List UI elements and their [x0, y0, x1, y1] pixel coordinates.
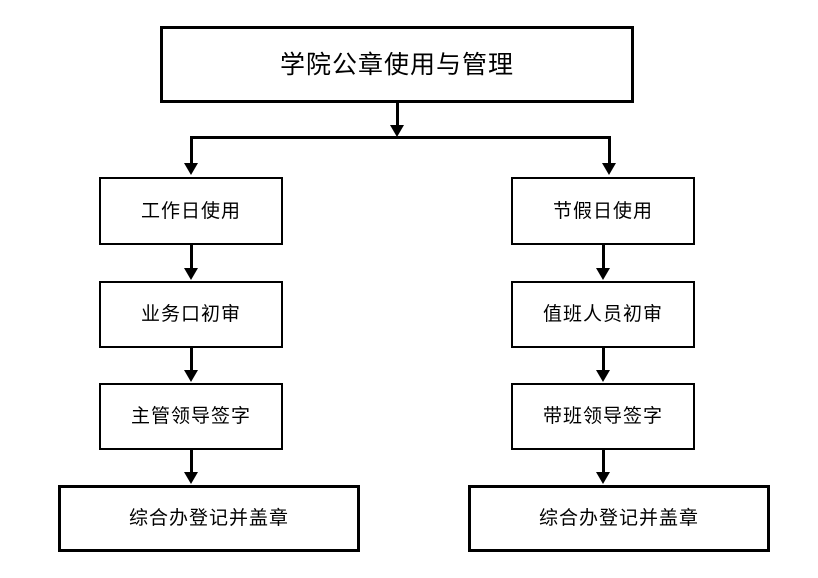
connector-branch-right-arrowhead-icon: [602, 163, 616, 175]
connector-holiday-1-2-arrowhead-icon: [596, 268, 610, 280]
flowchart-node-workday-step-1[interactable]: 工作日使用: [99, 177, 283, 245]
flowchart-node-holiday-terminal[interactable]: 综合办登记并盖章: [468, 485, 770, 552]
flowchart-node-title-label: 学院公章使用与管理: [279, 49, 514, 79]
connector-branch-left-arrowhead-icon: [184, 163, 198, 175]
connector-branch-right-line: [608, 136, 611, 164]
connector-workday-2-3-arrowhead-icon: [184, 370, 198, 382]
connector-holiday-3-terminal-line: [602, 450, 605, 474]
connector-branch-left-line: [190, 136, 193, 164]
connector-holiday-3-terminal-arrowhead-icon: [596, 472, 610, 484]
flowchart-node-workday-terminal-label: 综合办登记并盖章: [128, 507, 289, 530]
flowchart-node-holiday-step-3[interactable]: 带班领导签字: [511, 383, 695, 450]
flowchart-node-holiday-step-1-label: 节假日使用: [552, 199, 653, 222]
flowchart-node-workday-step-2[interactable]: 业务口初审: [99, 281, 283, 348]
flowchart-node-holiday-step-1[interactable]: 节假日使用: [511, 177, 695, 245]
connector-holiday-2-3-line: [602, 348, 605, 372]
flowchart-node-workday-step-3[interactable]: 主管领导签字: [99, 383, 283, 450]
connector-workday-1-2-line: [190, 245, 193, 269]
connector-holiday-1-2-line: [602, 245, 605, 269]
connector-holiday-2-3-arrowhead-icon: [596, 370, 610, 382]
connector-split-bar: [190, 136, 611, 139]
connector-workday-1-2-arrowhead-icon: [184, 268, 198, 280]
connector-trunk-line: [396, 103, 399, 127]
flowchart-node-workday-step-3-label: 主管领导签字: [130, 405, 251, 428]
flowchart-node-holiday-step-3-label: 带班领导签字: [542, 405, 663, 428]
connector-workday-2-3-line: [190, 348, 193, 372]
flowchart-node-holiday-terminal-label: 综合办登记并盖章: [538, 507, 699, 530]
connector-workday-3-terminal-arrowhead-icon: [184, 472, 198, 484]
flowchart-node-workday-step-1-label: 工作日使用: [140, 199, 241, 222]
flowchart-node-workday-terminal[interactable]: 综合办登记并盖章: [58, 485, 360, 552]
flowchart-node-holiday-step-2[interactable]: 值班人员初审: [511, 281, 695, 348]
connector-trunk-arrowhead-icon: [390, 125, 404, 137]
flowchart-node-holiday-step-2-label: 值班人员初审: [542, 303, 663, 326]
connector-workday-3-terminal-line: [190, 450, 193, 474]
flowchart-node-title[interactable]: 学院公章使用与管理: [160, 26, 634, 103]
flowchart-node-workday-step-2-label: 业务口初审: [140, 303, 241, 326]
